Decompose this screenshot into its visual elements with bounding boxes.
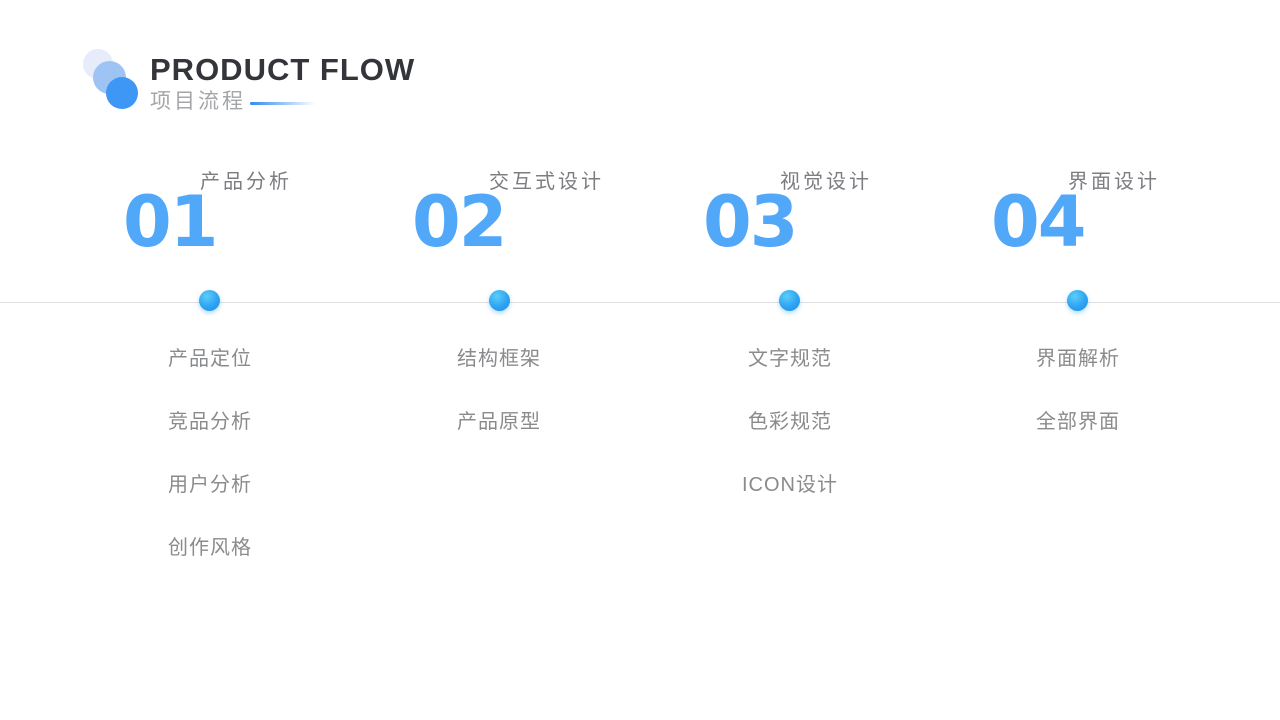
timeline-line	[0, 302, 1280, 303]
step-title: 交互式设计	[489, 171, 604, 193]
step-title: 界面设计	[1068, 171, 1160, 193]
page-subtitle-row: 项目流程	[150, 90, 316, 114]
step-number: 03	[703, 181, 798, 263]
step-title: 视觉设计	[780, 171, 872, 193]
step-title: 产品分析	[200, 171, 292, 193]
timeline-dot-step-1	[199, 290, 220, 311]
step-item-list: 产品定位 竞品分析 用户分析 创作风格	[65, 346, 355, 598]
list-item: 产品原型	[457, 411, 541, 433]
list-item: 竞品分析	[168, 411, 252, 433]
list-item: ICON设计	[742, 474, 838, 496]
step-number: 02	[412, 181, 507, 263]
step-item-list: 文字规范 色彩规范 ICON设计	[645, 346, 935, 535]
timeline-dot-step-3	[779, 290, 800, 311]
step-item-list: 界面解析 全部界面	[933, 346, 1223, 472]
step-visual-design: 03 视觉设计 文字规范 色彩规范 ICON设计	[645, 0, 935, 600]
list-item: 结构框架	[457, 348, 541, 370]
accent-line	[250, 101, 316, 105]
page-subtitle: 项目流程	[150, 90, 246, 113]
step-number: 04	[991, 181, 1086, 263]
logo-circle-dark-icon	[106, 77, 138, 109]
timeline-dot-step-4	[1067, 290, 1088, 311]
step-item-list: 结构框架 产品原型	[354, 346, 644, 472]
list-item: 界面解析	[1036, 348, 1120, 370]
list-item: 创作风格	[168, 537, 252, 559]
step-interaction-design: 02 交互式设计 结构框架 产品原型	[354, 0, 644, 600]
list-item: 产品定位	[168, 348, 252, 370]
list-item: 文字规范	[748, 348, 832, 370]
step-number: 01	[123, 181, 218, 263]
step-product-analysis: 01 产品分析 产品定位 竞品分析 用户分析 创作风格	[65, 0, 355, 600]
list-item: 色彩规范	[748, 411, 832, 433]
timeline-dot-step-2	[489, 290, 510, 311]
list-item: 用户分析	[168, 474, 252, 496]
page-title: PRODUCT FLOW	[150, 52, 416, 87]
list-item: 全部界面	[1036, 411, 1120, 433]
step-ui-design: 04 界面设计 界面解析 全部界面	[933, 0, 1223, 600]
